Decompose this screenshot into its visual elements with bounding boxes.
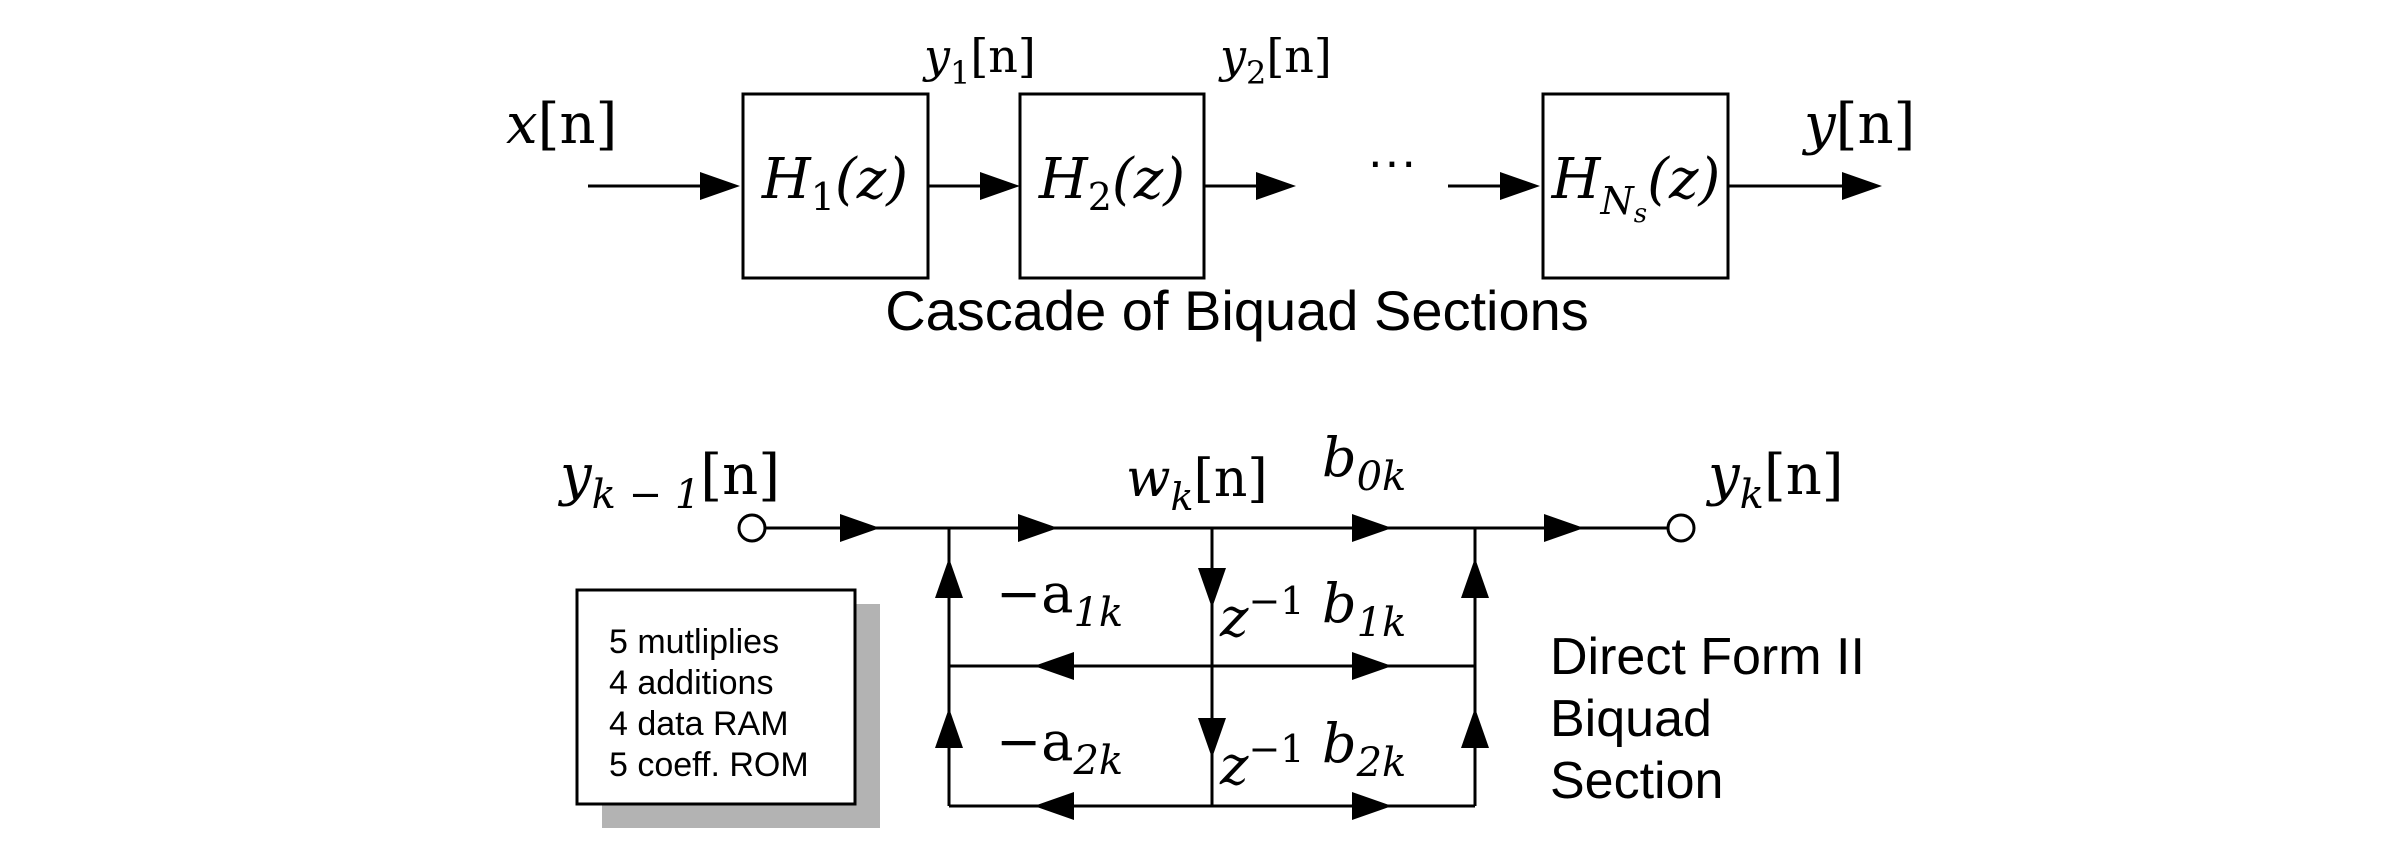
arrow-head	[1352, 652, 1392, 680]
biquad-caption-line: Biquad	[1550, 690, 1712, 748]
input-node	[737, 513, 767, 543]
cascade-title: Cascade of Biquad Sections	[885, 279, 1589, 342]
arrow-head	[1461, 708, 1489, 748]
section-box-n	[1541, 92, 1730, 280]
arrow-head	[1034, 652, 1074, 680]
cascade-diagram: H1(z) H2(z) HNs(z) x[n] y[n] y1[n] y2[n]…	[506, 29, 1915, 342]
output-signal-label: y[n]	[1801, 92, 1915, 157]
arrow-head	[1842, 172, 1882, 200]
biquad-diagram: yk − 1[n] yk[n] wk[n] b0k b1k b2k −a1k −…	[557, 426, 1865, 828]
arrow-head	[1352, 792, 1392, 820]
section-box-2	[1018, 92, 1206, 280]
arrow-head	[1198, 568, 1226, 608]
arrow-head	[700, 172, 740, 200]
arrow-head	[1034, 792, 1074, 820]
intermediate-signal-label-1: y1[n]	[922, 29, 1036, 92]
output-node	[1666, 513, 1696, 543]
coef-b1: b1k	[1322, 572, 1406, 646]
delay-label-1: z−1	[1219, 579, 1304, 649]
biquad-input-label: yk − 1[n]	[557, 443, 780, 518]
delay-label-2: z−1	[1219, 727, 1304, 797]
arrow-head	[840, 514, 880, 542]
arrow-head	[1018, 514, 1058, 542]
arrow-head	[1544, 514, 1584, 542]
biquad-caption-line: Section	[1550, 752, 1723, 810]
cost-line: 4 data RAM	[609, 705, 789, 743]
biquad-caption-line: Direct Form II	[1550, 628, 1865, 686]
coef-b0: b0k	[1322, 426, 1406, 500]
section-label-n: HNs(z)	[1551, 147, 1721, 229]
arrow-head	[1461, 558, 1489, 598]
section-label-1: H1(z)	[761, 147, 908, 219]
section-label-2: H2(z)	[1038, 147, 1185, 219]
coef-a1: −a1k	[996, 562, 1123, 636]
arrow-head	[980, 172, 1020, 200]
arrow-head	[935, 558, 963, 598]
arrow-head	[1500, 172, 1540, 200]
input-signal-label: x[n]	[506, 92, 617, 157]
coef-b2: b2k	[1322, 712, 1406, 786]
arrow-head	[1256, 172, 1296, 200]
ellipsis: ···	[1367, 133, 1417, 189]
intermediate-signal-label-2: y2[n]	[1218, 29, 1332, 92]
cost-line: 5 mutliplies	[609, 623, 779, 661]
cost-line: 4 additions	[609, 664, 773, 702]
coef-a2: −a2k	[996, 710, 1123, 784]
arrow-head	[935, 708, 963, 748]
cost-box	[575, 588, 857, 806]
cost-line: 5 coeff. ROM	[609, 746, 809, 784]
state-label: wk[n]	[1126, 449, 1268, 519]
arrow-head	[1198, 718, 1226, 758]
arrow-head	[1352, 514, 1392, 542]
section-box-1	[741, 92, 930, 280]
biquad-output-label: yk[n]	[1705, 443, 1844, 518]
